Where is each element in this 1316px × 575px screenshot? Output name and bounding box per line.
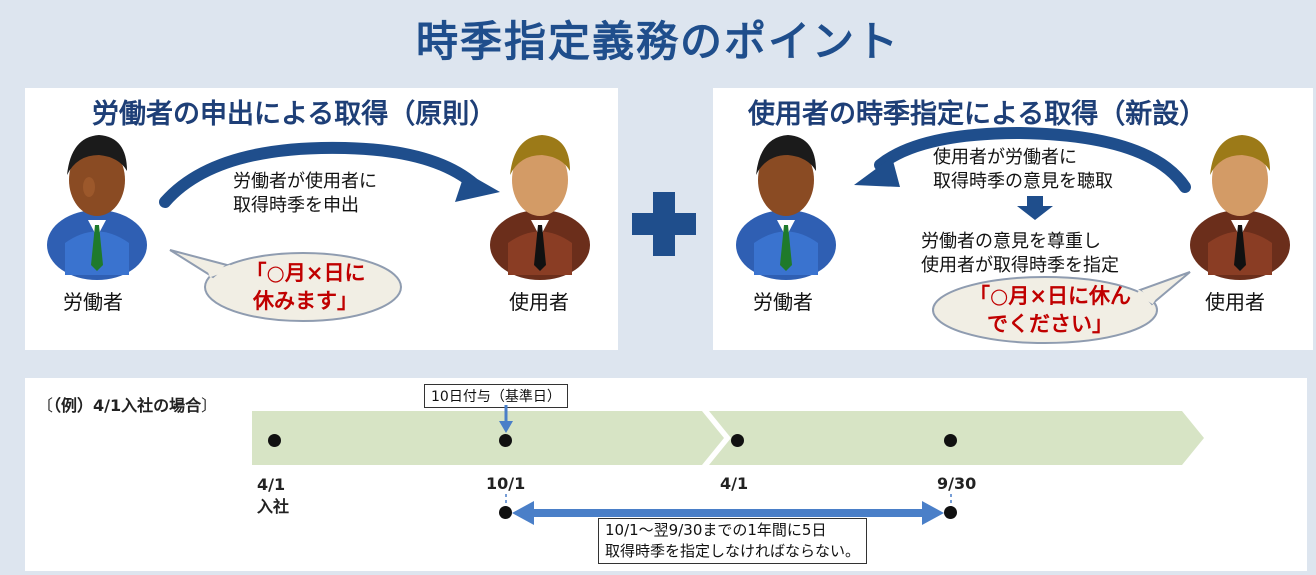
timeline-label-base: 10/1 [486, 474, 525, 493]
down-arrow-icon [1015, 196, 1055, 220]
timeline-point-base [499, 434, 512, 447]
left-worker-label: 労働者 [63, 286, 123, 315]
left-arrow-text: 労働者が使用者に 取得時季を申出 [233, 170, 377, 218]
timeline-point-start [268, 434, 281, 447]
right-bubble-text: 「○月×日に休ん でください」 [965, 282, 1135, 338]
timeline-label-end: 9/30 [937, 474, 976, 493]
period-end-dot [944, 506, 957, 519]
example-label: 〔（例）4/1入社の場合〕 [37, 392, 217, 416]
employer-person-icon [1188, 125, 1293, 275]
left-panel-title: 労働者の申出による取得（原則） [92, 92, 496, 131]
worker-person-icon [45, 125, 150, 275]
page-title: 時季指定義務のポイント [0, 8, 1316, 69]
period-start-dot [499, 506, 512, 519]
grant-date-label: 10日付与（基準日） [424, 384, 568, 408]
timeline-point-year2 [731, 434, 744, 447]
right-employer-label: 使用者 [1205, 286, 1265, 315]
worker-person-icon [734, 125, 839, 275]
right-arrow-text: 使用者が労働者に 取得時季の意見を聴取 [933, 146, 1113, 194]
timeline-point-end [944, 434, 957, 447]
grant-arrow-icon [499, 405, 513, 435]
right-worker-label: 労働者 [753, 286, 813, 315]
plus-icon-vertical [653, 192, 675, 256]
period-note-box: 10/1～翌9/30までの1年間に5日 取得時季を指定しなければならない。 [598, 518, 867, 564]
timeline-label-start: 4/1 入社 [257, 474, 289, 518]
left-employer-label: 使用者 [509, 286, 569, 315]
timeline-label-year2: 4/1 [720, 474, 748, 493]
left-bubble-text: 「○月×日に 休みます」 [238, 259, 373, 315]
